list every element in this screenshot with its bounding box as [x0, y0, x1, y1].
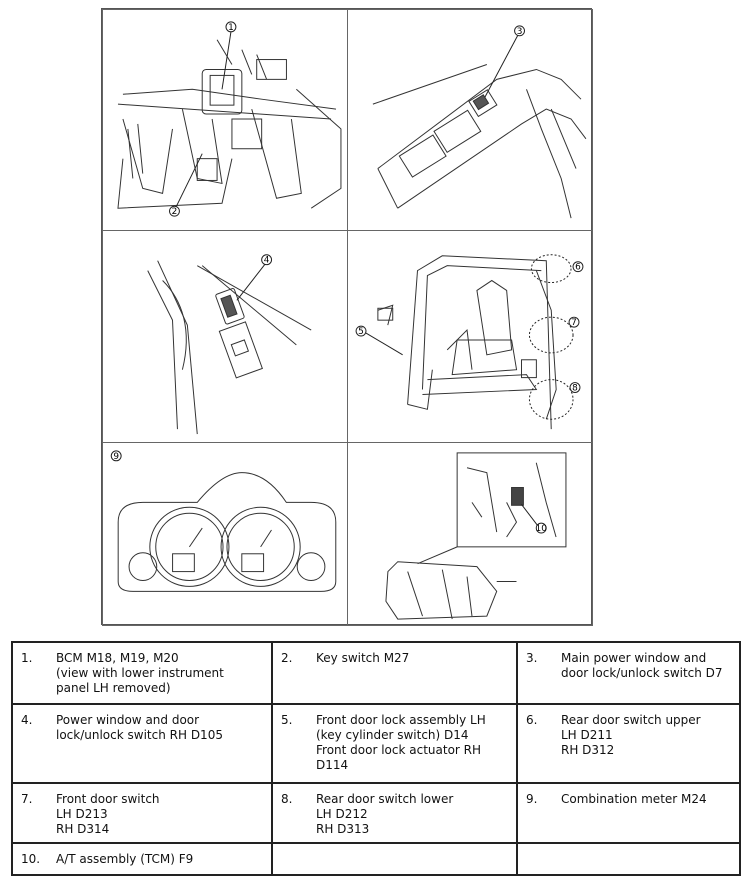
- panel-rh-power-window-switch: 4: [102, 230, 348, 443]
- legend-number: 1.: [21, 651, 33, 665]
- legend-text: A/T assembly (TCM) F9: [56, 852, 194, 866]
- legend-text: Power window and door lock/unlock switch…: [56, 713, 223, 742]
- component-legend-table: 1. BCM M18, M19, M20 (view with lower ins…: [11, 641, 741, 876]
- legend-text: Rear door switch upper LH D211 RH D312: [561, 713, 701, 757]
- legend-text: Front door lock assembly LH (key cylinde…: [316, 713, 486, 772]
- legend-number: 8.: [281, 792, 293, 806]
- callout-4: 4: [264, 256, 270, 266]
- main-switch-illustration: 3: [372, 25, 587, 219]
- legend-cell: 1. BCM M18, M19, M20 (view with lower ins…: [11, 641, 273, 705]
- legend-row: 10. A/T assembly (TCM) F9: [11, 842, 741, 876]
- legend-number: 2.: [281, 651, 293, 665]
- component-location-diagram: 1 2 3: [101, 8, 593, 626]
- legend-cell: 9. Combination meter M24: [516, 782, 741, 844]
- legend-cell: 5. Front door lock assembly LH (key cylin…: [271, 703, 518, 784]
- panel-at-assembly: 10: [347, 442, 593, 626]
- legend-text: Combination meter M24: [561, 792, 707, 806]
- callout-8: 8: [572, 383, 578, 393]
- legend-cell: 8. Rear door switch lower LH D212 RH D313: [271, 782, 518, 844]
- panel-bcm-key-switch: 1 2: [102, 9, 348, 231]
- legend-number: 9.: [526, 792, 538, 806]
- callout-7: 7: [571, 318, 577, 328]
- legend-text: Key switch M27: [316, 651, 410, 665]
- panel-door-switches: 5 6 7 8: [347, 230, 593, 443]
- combination-meter-illustration: 9: [110, 450, 337, 592]
- legend-number: 7.: [21, 792, 33, 806]
- legend-cell: 10. A/T assembly (TCM) F9: [11, 842, 273, 876]
- callout-5: 5: [358, 327, 364, 337]
- legend-number: 3.: [526, 651, 538, 665]
- callout-10: 10: [536, 524, 548, 534]
- legend-cell: 7. Front door switch LH D213 RH D314: [11, 782, 273, 844]
- legend-text: Rear door switch lower LH D212 RH D313: [316, 792, 454, 836]
- callout-9: 9: [113, 452, 119, 462]
- callout-6: 6: [575, 263, 581, 273]
- rh-switch-illustration: 4: [147, 254, 312, 435]
- legend-row: 1. BCM M18, M19, M20 (view with lower ins…: [11, 641, 741, 705]
- legend-number: 4.: [21, 713, 33, 727]
- callout-3: 3: [517, 27, 523, 37]
- legend-text: Front door switch LH D213 RH D314: [56, 792, 160, 836]
- legend-cell-empty: [271, 842, 518, 876]
- legend-row: 7. Front door switch LH D213 RH D314 8. Re…: [11, 782, 741, 844]
- legend-cell: 6. Rear door switch upper LH D211 RH D312: [516, 703, 741, 784]
- legend-number: 10.: [21, 852, 41, 866]
- legend-number: 5.: [281, 713, 293, 727]
- callout-2: 2: [172, 207, 178, 217]
- at-assembly-illustration: 10: [385, 452, 567, 620]
- legend-cell: 3. Main power window and door lock/unlock…: [516, 641, 741, 705]
- legend-cell: 4. Power window and door lock/unlock swit…: [11, 703, 273, 784]
- panel-combination-meter: 9: [102, 442, 348, 626]
- panel-main-power-window-switch: 3: [347, 9, 593, 231]
- bcm-illustration: 1 2: [117, 21, 342, 217]
- callout-1: 1: [228, 23, 234, 33]
- legend-text: Main power window and door lock/unlock s…: [561, 651, 723, 680]
- legend-cell-empty: [516, 842, 741, 876]
- vehicle-door-illustration: 5 6 7 8: [355, 254, 584, 430]
- legend-row: 4. Power window and door lock/unlock swit…: [11, 703, 741, 784]
- legend-number: 6.: [526, 713, 538, 727]
- legend-text: BCM M18, M19, M20 (view with lower instr…: [56, 651, 224, 695]
- legend-cell: 2. Key switch M27: [271, 641, 518, 705]
